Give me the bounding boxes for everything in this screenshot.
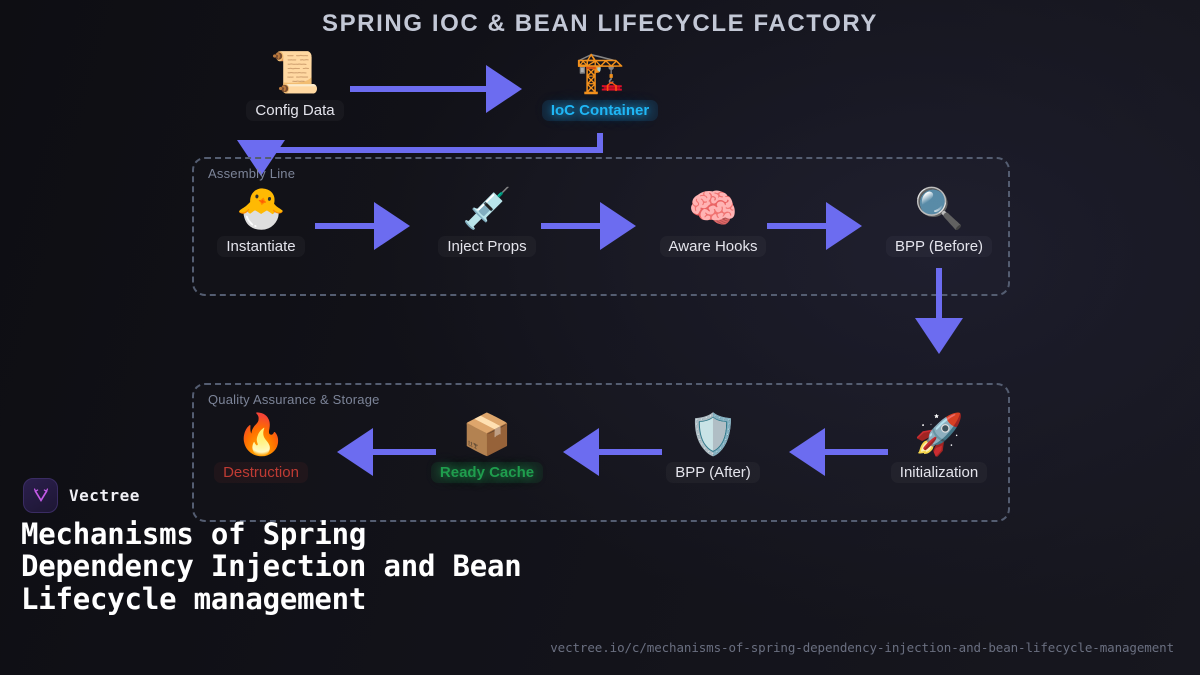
brand: Vectree <box>23 478 140 513</box>
node-instantiate: 🐣 Instantiate <box>186 186 336 257</box>
node-ready-cache: 📦 Ready Cache <box>412 412 562 483</box>
node-label-ioc-container: IoC Container <box>541 100 659 121</box>
arrow-assembly-to-qa-head <box>915 318 963 354</box>
arrow-ready-cache-to-destruction-head <box>337 428 373 476</box>
arrow-inject-to-aware-shaft <box>541 223 606 229</box>
headline: Mechanisms of Spring Dependency Injectio… <box>21 517 522 616</box>
arrow-config-to-container-shaft <box>350 86 490 92</box>
node-aware-hooks: 🧠 Aware Hooks <box>638 186 788 257</box>
node-label-destruction: Destruction <box>214 462 308 483</box>
footer-url: vectree.io/c/mechanisms-of-spring-depend… <box>550 640 1174 655</box>
package-icon: 📦 <box>462 412 512 458</box>
arrow-initialization-to-bpp-after-shaft <box>823 449 888 455</box>
node-label-inject-props: Inject Props <box>438 236 535 257</box>
group-assembly-line: Assembly Line <box>192 157 1010 296</box>
arrow-inject-to-aware-head <box>600 202 636 250</box>
arrow-bpp-after-to-ready-cache-shaft <box>597 449 662 455</box>
arrow-instantiate-to-inject-shaft <box>315 223 380 229</box>
node-bpp-after: 🛡️ BPP (After) <box>638 412 788 483</box>
page-title: SPRING IOC & BEAN LIFECYCLE FACTORY <box>321 10 879 37</box>
arrow-ready-cache-to-destruction-shaft <box>371 449 436 455</box>
node-destruction: 🔥 Destruction <box>186 412 336 483</box>
group-label-assembly-line: Assembly Line <box>208 166 296 181</box>
node-label-aware-hooks: Aware Hooks <box>660 236 767 257</box>
node-label-config-data: Config Data <box>246 100 343 121</box>
node-label-instantiate: Instantiate <box>217 236 304 257</box>
hatching-chick-icon: 🐣 <box>236 186 286 232</box>
crane-icon: 🏗️ <box>575 50 625 96</box>
node-initialization: 🚀 Initialization <box>864 412 1014 483</box>
node-label-bpp-before: BPP (Before) <box>886 236 992 257</box>
arrow-bpp-after-to-ready-cache-head <box>563 428 599 476</box>
node-inject-props: 💉 Inject Props <box>412 186 562 257</box>
node-config-data: 📜 Config Data <box>220 50 370 121</box>
rocket-icon: 🚀 <box>914 412 964 458</box>
syringe-icon: 💉 <box>462 186 512 232</box>
node-label-initialization: Initialization <box>891 462 987 483</box>
node-label-bpp-after: BPP (After) <box>666 462 760 483</box>
magnifying-glass-icon: 🔍 <box>914 186 964 232</box>
vectree-logo-icon <box>23 478 58 513</box>
arrow-instantiate-to-inject-head <box>374 202 410 250</box>
node-bpp-before: 🔍 BPP (Before) <box>864 186 1014 257</box>
brain-icon: 🧠 <box>688 186 738 232</box>
arrow-initialization-to-bpp-after-head <box>789 428 825 476</box>
elbow-container-vertical <box>597 133 603 153</box>
node-label-ready-cache: Ready Cache <box>430 462 544 483</box>
arrow-assembly-to-qa-shaft <box>936 268 942 320</box>
arrow-aware-to-bpp-before-head <box>826 202 862 250</box>
group-quality-assurance-storage: Quality Assurance & Storage <box>192 383 1010 522</box>
node-ioc-container: 🏗️ IoC Container <box>525 50 675 121</box>
arrow-config-to-container-head <box>486 65 522 113</box>
shield-icon: 🛡️ <box>688 412 738 458</box>
arrow-aware-to-bpp-before-shaft <box>767 223 832 229</box>
elbow-container-horizontal <box>262 147 603 153</box>
fire-icon: 🔥 <box>236 412 286 458</box>
brand-name: Vectree <box>69 486 140 505</box>
scroll-icon: 📜 <box>270 50 320 96</box>
group-label-quality-assurance-storage: Quality Assurance & Storage <box>208 392 380 407</box>
